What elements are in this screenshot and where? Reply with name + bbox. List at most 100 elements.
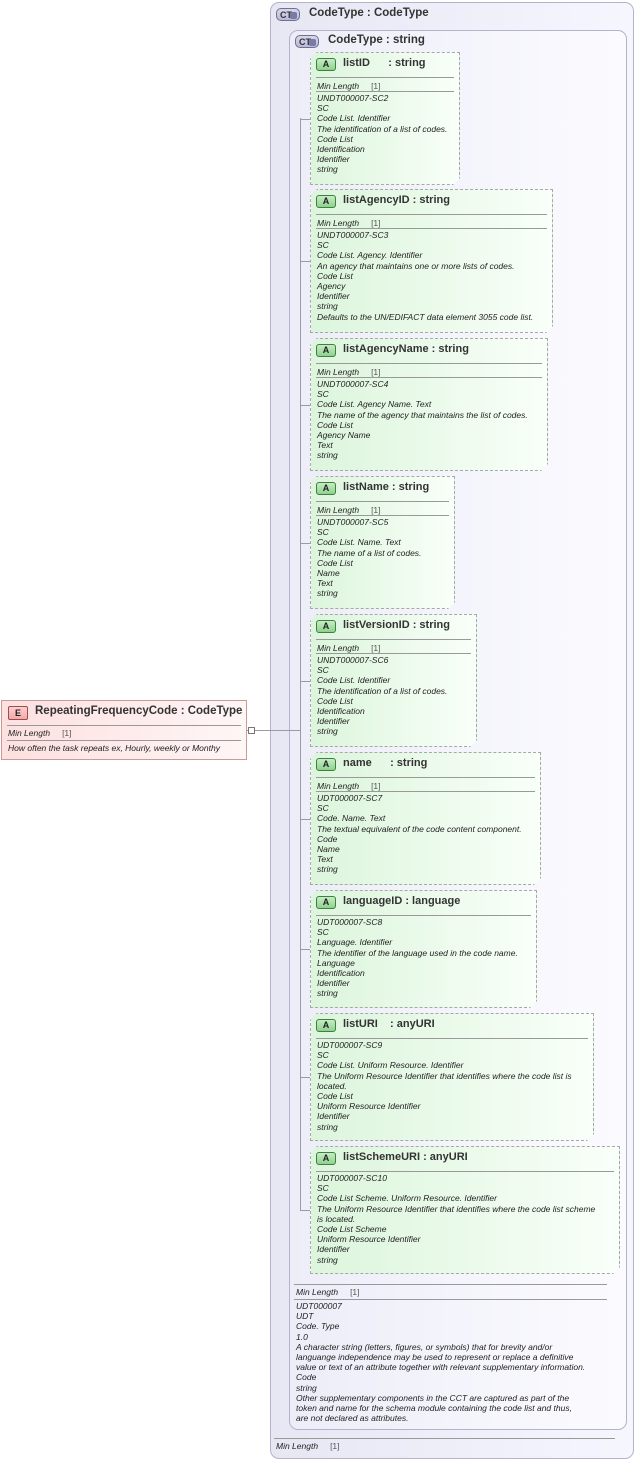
doc-line: The identification of a list of codes. [317,123,448,134]
doc-line: Code List [317,419,353,430]
facet-value: [1] [371,781,381,791]
divider [316,214,547,215]
divider [316,228,547,229]
doc-line: An agency that maintains one or more lis… [317,260,515,271]
divider [316,77,454,78]
facet-label: Min Length [276,1441,319,1451]
divider [316,363,542,364]
doc-line: Code List [317,133,353,144]
doc-line: SC [317,103,329,114]
doc-line: Identifier [317,154,350,165]
doc-line: Language. Identifier [317,937,393,948]
facet-label: Min Length [317,505,360,515]
element-documentation: How often the task repeats ex, Hourly, w… [8,743,220,753]
attribute-name: listAgencyID : string [343,194,450,206]
divider [316,639,471,640]
element-box[interactable]: E RepeatingFrequencyCode : CodeType Min … [1,700,247,760]
doc-line: token and name for the schema module con… [296,1403,572,1414]
doc-line: Identifier [317,1244,350,1255]
attribute-name: listID : string [343,57,426,69]
doc-line: SC [317,527,329,538]
divider [316,91,454,92]
doc-line: Uniform Resource Identifier [317,1234,421,1245]
doc-line: Code List Scheme. Uniform Resource. Iden… [317,1193,497,1204]
divider [294,1284,607,1285]
doc-line: SC [317,240,329,251]
doc-line: Language [317,957,355,968]
doc-line: Agency [317,281,346,292]
doc-line: are not declared as attributes. [296,1413,409,1424]
doc-line: string [317,864,338,875]
attribute-name: listName : string [343,481,430,493]
doc-line: Code [317,833,338,844]
attribute-link [300,818,310,820]
doc-line: SC [317,1050,329,1061]
doc-line: is located. [317,1213,356,1224]
doc-line: UNDT000007-SC4 [317,379,389,389]
doc-line: UDT000007 [296,1301,342,1311]
inner-min-length: Min Length[1] [296,1287,360,1297]
attribute-link [300,949,310,950]
doc-line: string [317,450,338,461]
divider [7,725,241,726]
doc-line: Identification [317,968,365,979]
doc-line: UDT000007-SC7 [317,793,383,803]
doc-line: Code List. Agency. Identifier [317,250,423,261]
doc-line: string [317,1121,338,1132]
doc-line: located. [317,1080,347,1091]
attribute-icon: A [316,58,336,71]
facet-label: Min Length [317,81,360,91]
doc-line: SC [317,1183,329,1194]
doc-line: Code List. Identifier [317,675,391,686]
doc-line: SC [317,665,329,676]
doc-line: string [317,164,338,175]
divider [316,1171,614,1172]
doc-line: string [296,1382,317,1393]
doc-line: Code List Scheme [317,1224,387,1235]
doc-line: value or text of an attribute together w… [296,1362,586,1373]
facet-label: Min Length [317,781,360,791]
facet-value: [1] [371,81,381,91]
doc-line: Agency Name [317,430,371,441]
attribute-link [300,404,310,406]
attribute-link [300,680,310,682]
collapse-toggle[interactable] [248,727,255,734]
doc-line: Code List [317,695,353,706]
doc-line: UDT000007-SC10 [317,1173,387,1183]
attribute-link [300,542,310,544]
facet-value: [1] [371,643,381,653]
attribute-name: name : string [343,757,428,769]
doc-line: Name [317,568,340,579]
doc-line: Code List [317,557,353,568]
divider [316,777,535,778]
divider [316,515,449,516]
attribute-name: listAgencyName : string [343,343,469,355]
element-icon: E [8,706,28,720]
doc-line: Identifier [317,291,350,302]
doc-line: Identifier [317,1111,350,1122]
attribute-icon: A [316,896,336,909]
facet-value: [1] [330,1441,340,1451]
element-min-length: Min Length[1] [8,728,72,738]
divider [316,653,471,654]
doc-line: Text [317,440,333,451]
divider [316,377,542,378]
doc-line: SC [317,803,329,814]
doc-line: Code List. Name. Text [317,537,401,548]
facet-value: [1] [350,1287,360,1297]
divider [316,791,535,792]
facet-value: [1] [371,505,381,515]
